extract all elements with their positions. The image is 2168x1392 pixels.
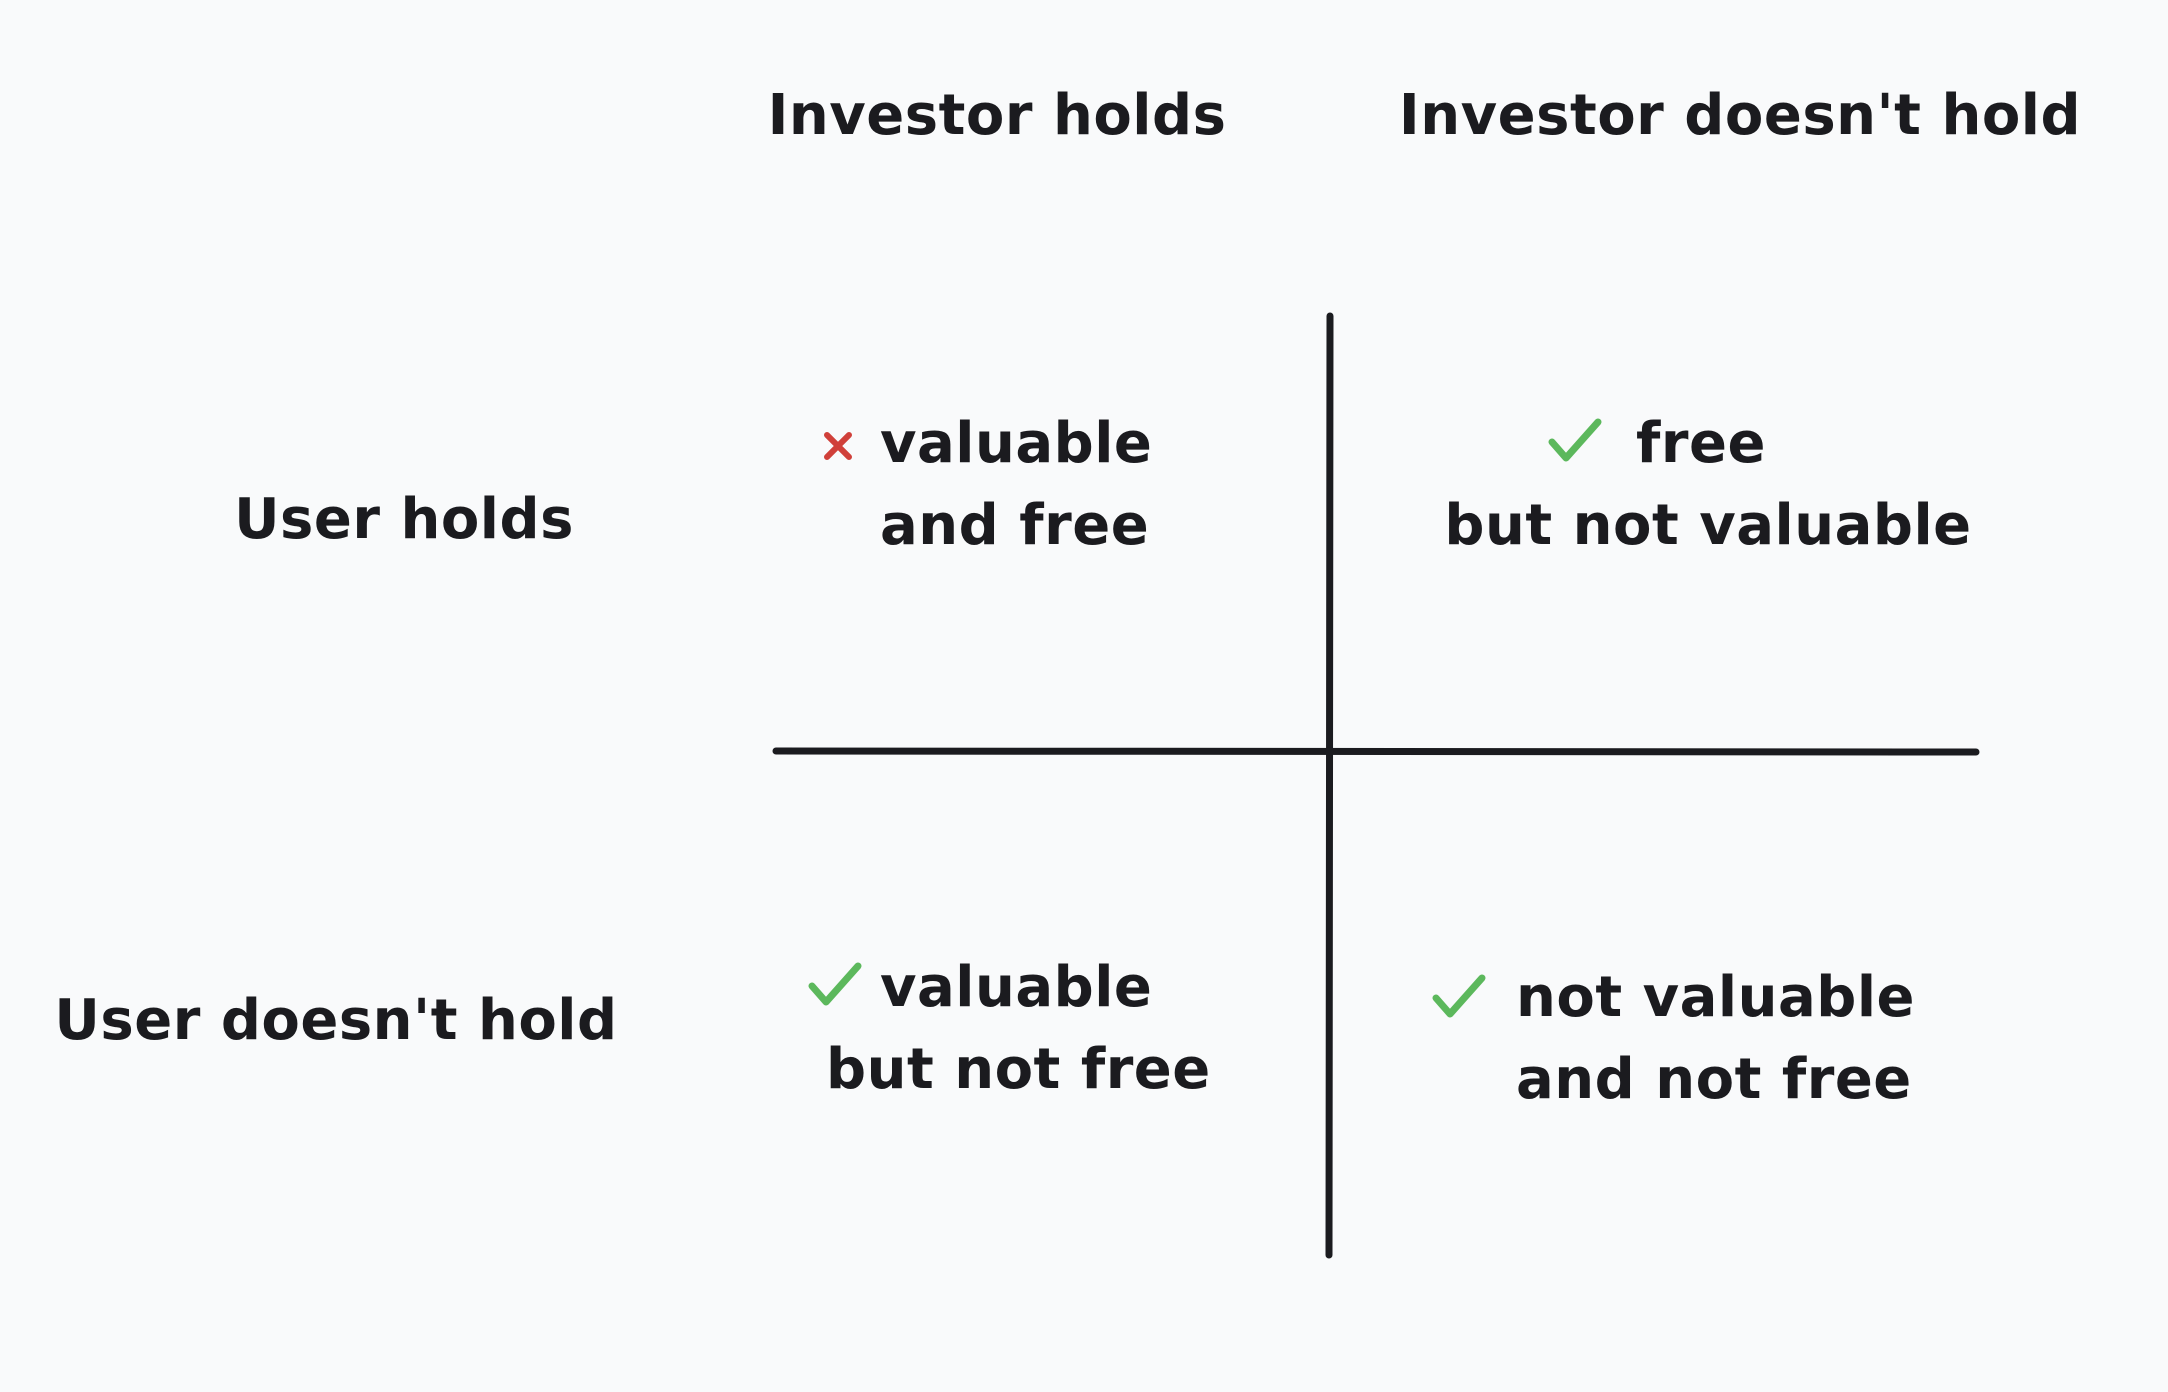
cell-top-right-line1: free xyxy=(1636,411,1766,476)
row-header-user-doesnt-hold: User doesn't hold xyxy=(54,988,618,1053)
cell-bottom-left-line1: valuable xyxy=(880,955,1153,1020)
column-header-investor-holds: Investor holds xyxy=(767,83,1227,148)
cell-bottom-right-line1: not valuable xyxy=(1516,965,1916,1030)
check-icon xyxy=(808,962,862,1006)
row-header-user-holds: User holds xyxy=(234,487,574,552)
cell-top-right-line2: but not valuable xyxy=(1444,493,1972,558)
cross-icon xyxy=(824,432,852,460)
cell-bottom-right-line2: and not free xyxy=(1516,1047,1912,1112)
check-icon xyxy=(1432,974,1486,1018)
vertical-axis xyxy=(1325,312,1334,1259)
horizontal-axis xyxy=(772,747,1980,756)
cell-top-left-line1: valuable xyxy=(880,411,1153,476)
check-icon xyxy=(1548,418,1602,462)
cell-bottom-left-line2: but not free xyxy=(826,1037,1211,1102)
cell-top-left-line2: and free xyxy=(880,493,1150,558)
column-header-investor-doesnt-hold: Investor doesn't hold xyxy=(1398,83,2082,148)
